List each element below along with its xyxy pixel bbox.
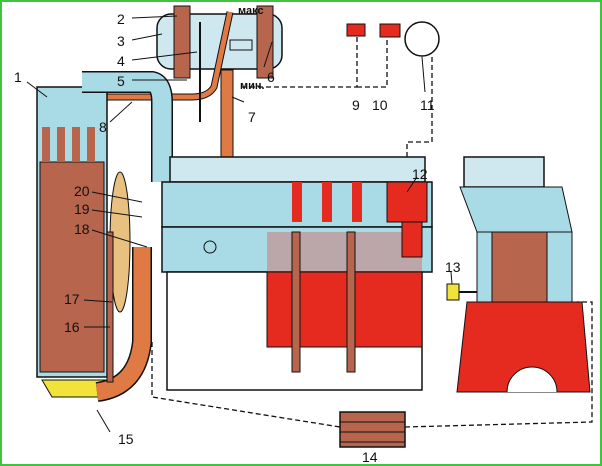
label-16: 16 bbox=[64, 319, 80, 335]
label-13: 13 bbox=[445, 259, 461, 275]
wire-10 bbox=[357, 37, 388, 88]
label-20: 20 bbox=[74, 183, 90, 199]
heater-radiator bbox=[339, 411, 406, 448]
leader-lines bbox=[26, 15, 453, 433]
label-10: 10 bbox=[372, 97, 388, 113]
radiator bbox=[36, 86, 113, 398]
wire-11 bbox=[406, 57, 433, 157]
upper-hose bbox=[82, 72, 172, 182]
label-7: 7 bbox=[248, 109, 256, 125]
drain-valve bbox=[446, 283, 477, 301]
warning-lamp-9 bbox=[346, 23, 366, 37]
label-6: 6 bbox=[267, 69, 275, 85]
tank-hose bbox=[87, 11, 233, 100]
expansion-tank bbox=[156, 5, 283, 79]
heater-line-in bbox=[151, 342, 341, 428]
label-15: 15 bbox=[118, 431, 134, 447]
label-1: 1 bbox=[14, 69, 22, 85]
label-3: 3 bbox=[117, 33, 125, 49]
temperature-gauge bbox=[404, 21, 440, 57]
label-5: 5 bbox=[117, 73, 125, 89]
fan-belt bbox=[106, 231, 114, 383]
lower-hose bbox=[95, 247, 151, 401]
label-17: 17 bbox=[64, 291, 80, 307]
label-14: 14 bbox=[362, 449, 378, 464]
label-12: 12 bbox=[412, 166, 428, 182]
label-8: 8 bbox=[99, 119, 107, 135]
engine-block bbox=[161, 156, 433, 391]
label-9: 9 bbox=[352, 97, 360, 113]
tank-min-mark: мин. bbox=[240, 80, 265, 92]
label-4: 4 bbox=[117, 53, 125, 69]
label-19: 19 bbox=[74, 201, 90, 217]
tank-feed-pipe bbox=[220, 69, 234, 163]
tank-max-mark: макс bbox=[238, 5, 264, 17]
engine-cross-section bbox=[456, 156, 591, 393]
label-18: 18 bbox=[74, 221, 90, 237]
label-2: 2 bbox=[117, 11, 125, 27]
heater-line-out bbox=[404, 301, 593, 428]
label-11: 11 bbox=[420, 97, 435, 113]
warning-lamp-10 bbox=[379, 23, 401, 38]
